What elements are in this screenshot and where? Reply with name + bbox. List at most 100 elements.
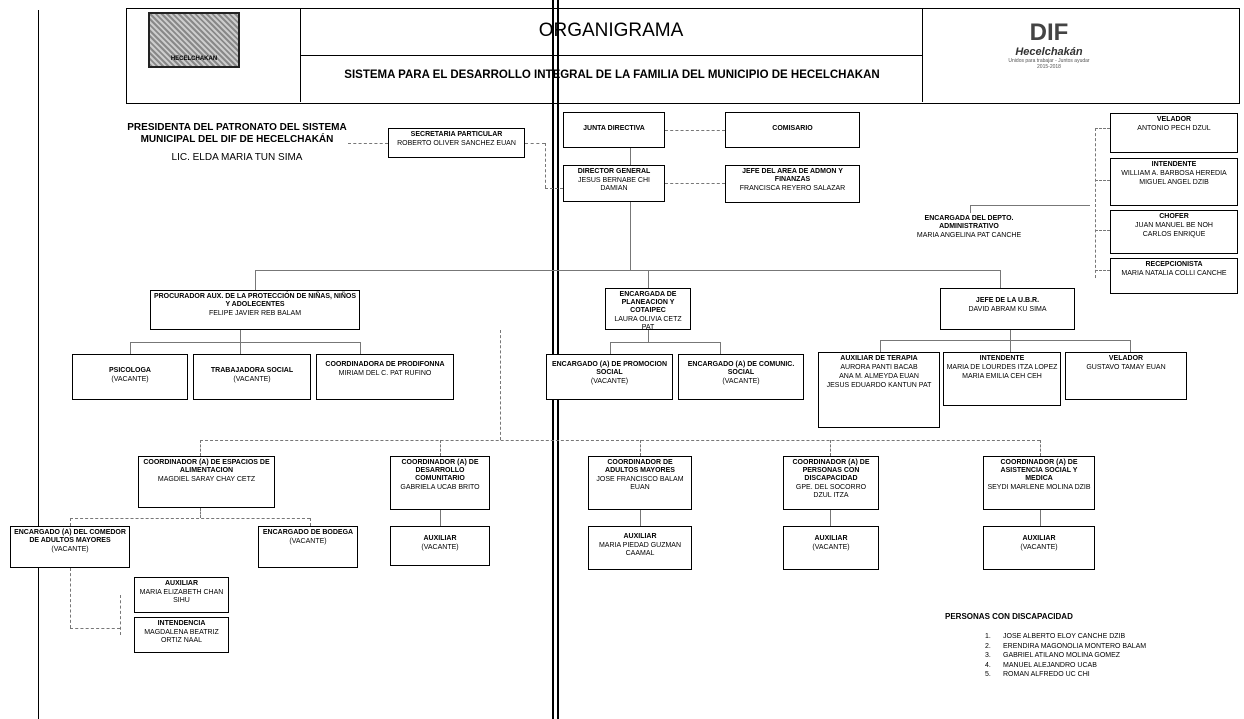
comisario-title: COMISARIO [772, 125, 813, 132]
connector [255, 270, 256, 290]
connector [500, 330, 501, 440]
terapia-name-1: AURORA PANTI BACAB [840, 364, 918, 372]
connector [880, 340, 1130, 341]
intendente-name-2: MIGUEL ANGEL DZIB [1139, 179, 1209, 187]
connector [70, 518, 310, 519]
connector [665, 183, 725, 184]
comedor-name: (VACANTE) [51, 546, 89, 554]
connector [1095, 128, 1110, 129]
encargada-admin-box: ENCARGADA DEL DEPTO. ADMINISTRATIVO MARI… [905, 213, 1033, 253]
coord-asist-name: SEYDI MARLENE MOLINA DZIB [987, 484, 1091, 492]
municipal-logo-text: HECELCHAKAN [170, 56, 218, 62]
promocion-box: ENCARGADO (A) DE PROMOCION SOCIAL (VACAN… [546, 354, 673, 400]
aux-asist-box: AUXILIAR (VACANTE) [983, 526, 1095, 570]
terapia-name-2: ANA M. ALMEYDA EUAN [839, 373, 919, 381]
planeacion-box: ENCARGADA DE PLANEACION Y COTAIPEC LAURA… [605, 288, 691, 330]
discapacidad-list: 1.JOSE ALBERTO ELOY CANCHE DZIB 2.ERENDI… [985, 632, 1146, 680]
bodega-box: ENCARGADO DE BODEGA (VACANTE) [258, 526, 358, 568]
connector [630, 148, 631, 165]
connector [720, 342, 721, 354]
coord-alim-name: MAGDIEL SARAY CHAY CETZ [157, 476, 256, 484]
municipal-logo [148, 12, 240, 68]
coord-alim-box: COORDINADOR (A) DE ESPACIOS DE ALIMENTAC… [138, 456, 275, 508]
ubr-name: DAVID ABRAM KU SIMA [968, 306, 1047, 314]
bodega-title: ENCARGADO DE BODEGA [262, 529, 354, 536]
left-border [38, 10, 39, 719]
coord-adultos-title: COORDINADOR DE ADULTOS MAYORES [605, 459, 675, 475]
coord-discap-name: GPE. DEL SOCORRO DZUL ITZA [795, 484, 867, 500]
director-name: JESUS BERNABE CHI DAMIAN [578, 177, 650, 193]
velador-title: VELADOR [1156, 116, 1192, 123]
junta-box: JUNTA DIRECTIVA [563, 112, 665, 148]
comisario-box: COMISARIO [725, 112, 860, 148]
coord-desarrollo-title: COORDINADOR (A) DE DESARROLLO COMUNITARI… [401, 459, 479, 483]
connector [1095, 180, 1110, 181]
list-item: 4.MANUEL ALEJANDRO UCAB [985, 661, 1097, 669]
procurador-name: FELIPE JAVIER REB BALAM [208, 310, 302, 318]
intendente-name-1: WILLIAM A. BARBOSA HEREDIA [1121, 170, 1227, 178]
connector [1000, 270, 1001, 288]
connector [440, 510, 441, 526]
trabajadora-name: (VACANTE) [233, 376, 271, 384]
president-title: PRESIDENTA DEL PATRONATO DEL SISTEMA MUN… [127, 122, 347, 145]
prodifonna-box: COORDINADORA DE PRODIFONNA MIRIAM DEL C.… [316, 354, 454, 400]
header-title-divider [300, 55, 922, 56]
aux-alim-name: MARIA ELIZABETH CHAN SIHU [139, 589, 224, 605]
procurador-box: PROCURADOR AUX. DE LA PROTECCIÓN DE NIÑA… [150, 290, 360, 330]
list-item: 3.GABRIEL ATILANO MOLINA GOMEZ [985, 652, 1121, 659]
coord-discap-box: COORDINADOR (A) DE PERSONAS CON DISCAPAC… [783, 456, 879, 510]
dif-logo: DIF Hecelchakán Unidos para trabajar - J… [1004, 20, 1094, 71]
connector [648, 270, 649, 288]
coord-desarrollo-name: GABRIELA UCAB BRITO [400, 484, 480, 492]
recepcionista-box: RECEPCIONISTA MARIA NATALIA COLLI CANCHE [1110, 258, 1238, 294]
connector [70, 628, 120, 629]
connector [200, 440, 201, 456]
chofer-name-1: JUAN MANUEL BE NOH [1135, 222, 1213, 230]
connector [630, 202, 631, 270]
list-item: 5.ROMAN ALFREDO UC CHI [985, 671, 1090, 678]
velador-ubr-title: VELADOR [1108, 355, 1144, 362]
connector [545, 188, 563, 189]
promocion-title: ENCARGADO (A) DE PROMOCION SOCIAL [551, 361, 668, 377]
coord-discap-title: COORDINADOR (A) DE PERSONAS CON DISCAPAC… [792, 459, 870, 483]
recepcionista-title: RECEPCIONISTA [1145, 261, 1203, 268]
admon-box: JEFE DEL AREA DE ADMON Y FINANZAS FRANCI… [725, 165, 860, 203]
chofer-name-2: CARLOS ENRIQUE [1142, 231, 1206, 239]
prodifonna-name: MIRIAM DEL C. PAT RUFINO [338, 370, 432, 378]
coord-asist-box: COORDINADOR (A) DE ASISTENCIA SOCIAL Y M… [983, 456, 1095, 510]
connector [120, 595, 121, 635]
dif-logo-small: Unidos para trabajar - Juntos ayudar 201… [1008, 58, 1090, 70]
discapacidad-title: PERSONAS CON DISCAPACIDAD [945, 612, 1073, 621]
connector [1095, 270, 1110, 271]
connector [348, 143, 388, 144]
connector [640, 440, 641, 456]
page-title: ORGANIGRAMA [538, 20, 684, 41]
connector [240, 330, 241, 354]
comunic-box: ENCARGADO (A) DE COMUNIC. SOCIAL (VACANT… [678, 354, 804, 400]
velador-ubr-box: VELADOR GUSTAVO TAMAY EUAN [1065, 352, 1187, 400]
connector [200, 440, 1040, 441]
director-box: DIRECTOR GENERAL JESUS BERNABE CHI DAMIA… [563, 165, 665, 202]
trabajadora-title: TRABAJADORA SOCIAL [210, 367, 294, 374]
comunic-name: (VACANTE) [722, 378, 760, 386]
ubr-title: JEFE DE LA U.B.R. [975, 297, 1040, 304]
connector [1040, 510, 1041, 526]
director-title: DIRECTOR GENERAL [577, 168, 651, 175]
aux-adultos-box: AUXILIAR MARIA PIEDAD GUZMAN CAAMAL [588, 526, 692, 570]
connector [130, 342, 360, 343]
intendencia-title: INTENDENCIA [157, 620, 206, 627]
secretaria-box: SECRETARIA PARTICULAR ROBERTO OLIVER SAN… [388, 128, 525, 158]
velador-box: VELADOR ANTONIO PECH DZUL [1110, 113, 1238, 153]
intendente-ubr-name-2: MARIA EMILIA CEH CEH [962, 373, 1042, 381]
aux-asist-name: (VACANTE) [1020, 544, 1058, 552]
connector [200, 508, 201, 518]
aux-adultos-name: MARIA PIEDAD GUZMAN CAAMAL [598, 542, 682, 558]
connector [310, 518, 311, 526]
chofer-title: CHOFER [1159, 213, 1189, 220]
admon-name: FRANCISCA REYERO SALAZAR [739, 185, 846, 193]
connector [1095, 128, 1096, 278]
connector [130, 342, 131, 354]
junta-title: JUNTA DIRECTIVA [583, 125, 645, 132]
secretaria-title: SECRETARIA PARTICULAR [410, 131, 503, 138]
connector [610, 342, 720, 343]
